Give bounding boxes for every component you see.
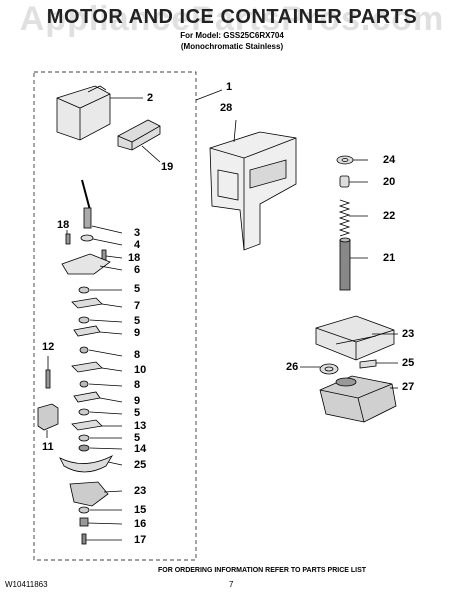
callout-28: 28 xyxy=(220,102,233,114)
part-14 xyxy=(78,444,90,452)
part-2-bracket xyxy=(56,85,111,141)
part-15 xyxy=(78,506,90,514)
part-21-shaft xyxy=(339,239,351,291)
callout-22: 22 xyxy=(383,210,396,222)
model-line: For Model: GSS25C6RX704 xyxy=(180,31,284,40)
part-5d xyxy=(78,434,90,442)
callout-8-a: 8 xyxy=(134,349,141,361)
part-18-left xyxy=(65,233,71,245)
part-rod xyxy=(81,179,91,211)
callout-5-a: 5 xyxy=(134,283,141,295)
callout-17: 17 xyxy=(134,534,147,546)
callout-19: 19 xyxy=(161,161,174,173)
part-3 xyxy=(83,207,92,229)
callout-7: 7 xyxy=(134,300,141,312)
part-24 xyxy=(336,155,354,165)
part-19-bracket xyxy=(117,119,161,151)
ordering-note: FOR ORDERING INFORMATION REFER TO PARTS … xyxy=(157,567,367,574)
callout-11: 11 xyxy=(42,441,54,453)
callout-27: 27 xyxy=(402,381,415,393)
callout-9-a: 9 xyxy=(134,327,141,339)
part-4 xyxy=(80,234,94,242)
part-8a xyxy=(79,346,89,354)
callout-4: 4 xyxy=(134,239,141,251)
callout-5-d: 5 xyxy=(134,432,141,444)
document-id: W10411863 xyxy=(5,580,48,589)
callout-24: 24 xyxy=(383,154,396,166)
callout-1: 1 xyxy=(226,81,233,93)
variant-line: (Monochromatic Stainless) xyxy=(180,42,284,51)
callout-2: 2 xyxy=(147,92,154,104)
part-5c xyxy=(78,408,90,416)
callout-10: 10 xyxy=(134,364,147,376)
callout-23-left: 23 xyxy=(134,485,147,497)
part-23-blade xyxy=(69,481,109,507)
part-9b xyxy=(73,391,101,403)
part-13 xyxy=(71,419,103,431)
part-18-right xyxy=(101,249,107,261)
callout-6: 6 xyxy=(134,264,141,276)
callout-25-right: 25 xyxy=(402,357,415,369)
callout-23-right: 23 xyxy=(402,328,415,340)
part-8b xyxy=(79,380,89,388)
part-17 xyxy=(81,533,87,545)
callout-5-b: 5 xyxy=(134,315,141,327)
callout-18-right: 18 xyxy=(128,252,141,264)
part-20 xyxy=(339,175,350,188)
part-28-housing xyxy=(209,131,297,251)
part-11 xyxy=(37,403,59,431)
part-7 xyxy=(71,297,103,309)
callout-14: 14 xyxy=(134,443,147,455)
callout-3: 3 xyxy=(134,227,141,239)
watermark: AppliancePartsPros.com xyxy=(19,0,445,38)
part-5b xyxy=(78,316,90,324)
part-5a xyxy=(78,286,90,294)
page-number: 7 xyxy=(229,580,234,589)
callout-8-b: 8 xyxy=(134,379,141,391)
callout-15: 15 xyxy=(134,504,147,516)
part-23-mount xyxy=(315,315,395,361)
callout-20: 20 xyxy=(383,176,396,188)
callout-16: 16 xyxy=(134,518,147,530)
part-9a xyxy=(73,325,101,337)
part-25-paddle xyxy=(59,455,114,473)
part-27-motor xyxy=(319,375,397,423)
callout-18-left: 18 xyxy=(57,219,70,231)
part-10 xyxy=(71,361,103,373)
part-26 xyxy=(319,363,339,375)
part-16 xyxy=(79,517,89,527)
callout-25-left: 25 xyxy=(134,459,147,471)
callout-12: 12 xyxy=(42,341,55,353)
part-25-clip xyxy=(359,359,377,369)
assembly-boundary xyxy=(33,71,197,561)
part-6 xyxy=(61,253,111,275)
callout-13: 13 xyxy=(134,420,147,432)
part-12 xyxy=(45,369,51,389)
page-title: MOTOR AND ICE CONTAINER PARTS xyxy=(46,6,418,28)
callout-5-c: 5 xyxy=(134,407,141,419)
callout-9-b: 9 xyxy=(134,395,141,407)
callout-21: 21 xyxy=(383,252,396,264)
part-22-spring xyxy=(338,199,351,237)
callout-26: 26 xyxy=(286,361,299,373)
